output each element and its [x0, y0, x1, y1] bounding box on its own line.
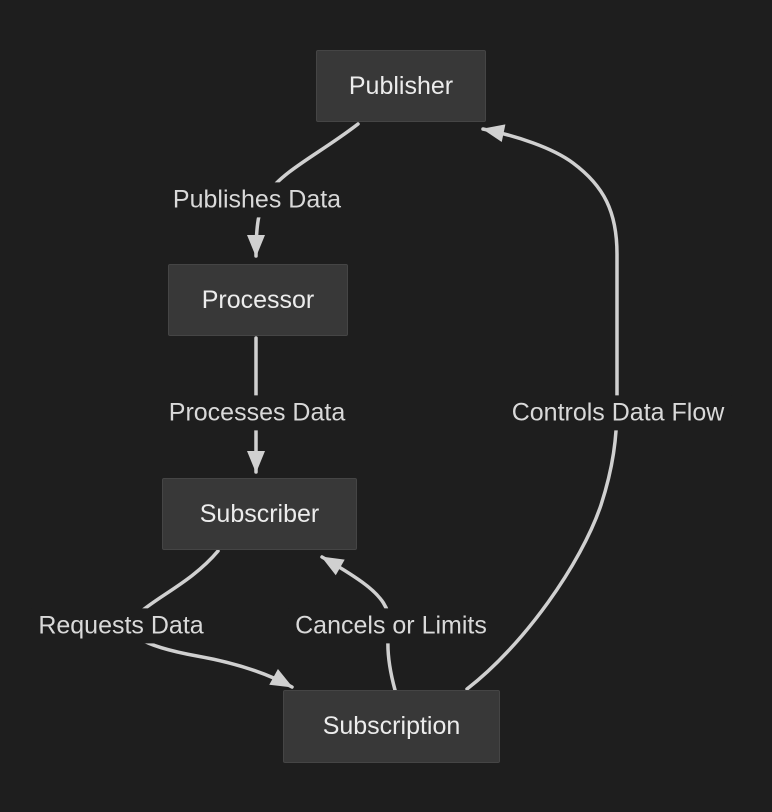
node-processor-label: Processor [201, 285, 315, 314]
node-subscriber: Subscriber [162, 478, 357, 550]
node-subscription-label: Subscription [322, 712, 461, 740]
edge-subscription-subscriber [320, 555, 397, 692]
edge-label-controls-data-flow: Controls Data Flow [504, 395, 732, 431]
node-subscription: Subscription [283, 690, 500, 763]
edge-label-requests-data: Requests Data [31, 608, 211, 644]
edge-label-processes-data: Processes Data [161, 395, 353, 431]
node-processor: Processor [168, 264, 348, 336]
edge-label-cancels-or-limits: Cancels or Limits [288, 608, 494, 644]
node-publisher: Publisher [316, 50, 486, 122]
edge-label-publishes-data: Publishes Data [165, 182, 349, 218]
node-publisher-label: Publisher [348, 71, 454, 100]
node-subscriber-label: Subscriber [199, 499, 320, 528]
